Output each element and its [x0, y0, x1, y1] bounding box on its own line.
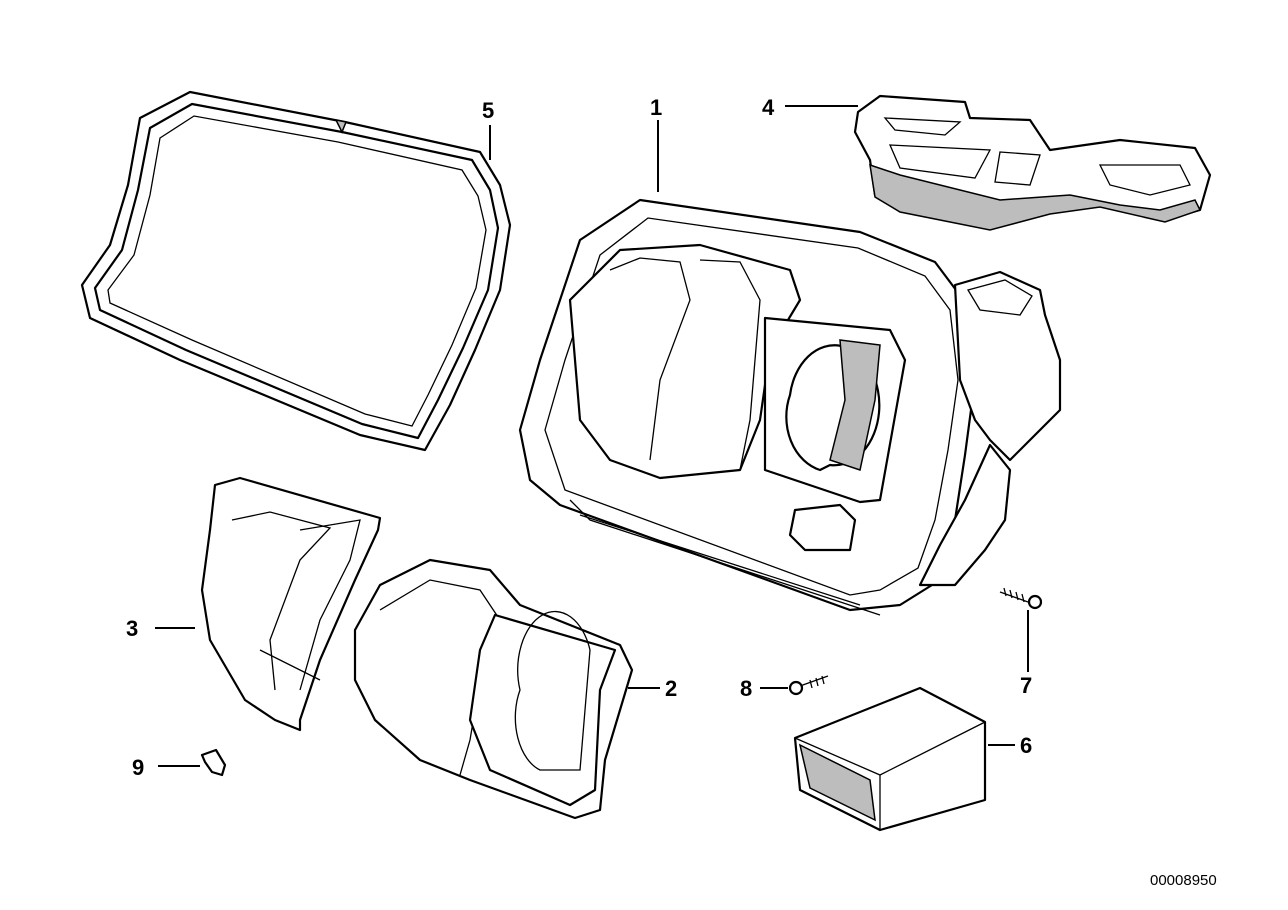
part-3-fan-shroud	[200, 476, 382, 732]
part-7-screw	[999, 587, 1043, 610]
diagram-reference-number: 00008950	[1150, 872, 1217, 889]
part-4-gasket	[853, 94, 1212, 231]
callout-7: 7	[1020, 673, 1032, 698]
callout-5: 5	[482, 98, 494, 123]
callout-9: 9	[132, 755, 144, 780]
callout-4: 4	[762, 95, 775, 120]
callout-2: 2	[665, 676, 677, 701]
callout-1: 1	[650, 95, 662, 120]
leader-lines	[155, 105, 1029, 767]
callout-3: 3	[126, 616, 138, 641]
part-2-fan-shroud	[353, 558, 634, 820]
part-9-clip	[200, 748, 227, 777]
part-8-screw	[788, 675, 829, 696]
callout-6: 6	[1020, 733, 1032, 758]
part-5-seal-frame	[80, 90, 512, 452]
part-1-blower-housing	[518, 198, 1062, 616]
callout-8: 8	[740, 676, 752, 701]
part-6-box	[793, 686, 987, 832]
